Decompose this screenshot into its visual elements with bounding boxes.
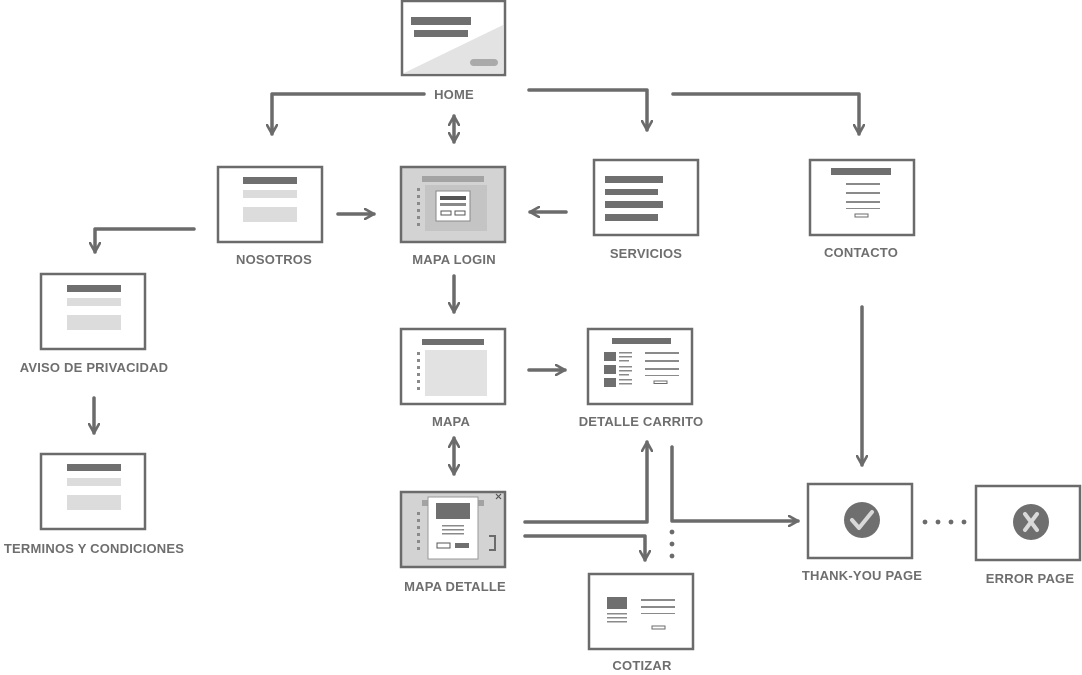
label-cotizar: COTIZAR [612, 658, 672, 673]
page-mapa-detalle[interactable] [399, 490, 507, 569]
page-contacto[interactable] [808, 158, 916, 237]
label-mapa-detalle: MAPA DETALLE [404, 579, 506, 594]
arrow-home-servicios [527, 88, 647, 132]
check-icon [844, 502, 880, 538]
page-nosotros[interactable] [216, 165, 324, 244]
label-home: HOME [434, 87, 474, 102]
label-servicios: SERVICIOS [609, 246, 683, 261]
arrow-carrito-thankyou [670, 445, 800, 521]
dotted-connectors [669, 519, 967, 559]
label-detalle-carrito: DETALLE CARRITO [578, 414, 704, 429]
label-mapa: MAPA [431, 414, 471, 429]
page-mapa-login[interactable] [399, 165, 507, 244]
arrow-home-contacto [671, 92, 859, 136]
arrow-mapa-detalle-carrito-up [523, 440, 647, 524]
label-error: ERROR PAGE [985, 571, 1075, 586]
page-detalle-carrito[interactable] [586, 327, 694, 406]
arrow-mapa-detalle-cotizar [523, 534, 645, 562]
label-contacto: CONTACTO [823, 245, 899, 260]
arrow-nosotros-aviso [95, 227, 196, 254]
label-mapa-login: MAPA LOGIN [412, 252, 496, 267]
page-aviso-privacidad[interactable] [39, 272, 147, 351]
page-terminos-condiciones[interactable] [39, 452, 147, 531]
page-mapa[interactable] [399, 327, 507, 406]
label-terminos-condiciones: TERMINOS Y CONDICIONES [3, 541, 185, 556]
page-thankyou[interactable] [806, 482, 914, 560]
page-error[interactable] [974, 484, 1082, 562]
page-home[interactable] [400, 0, 507, 77]
arrow-home-nosotros [272, 92, 426, 136]
page-servicios[interactable] [592, 158, 700, 237]
x-icon [1013, 504, 1049, 540]
page-cotizar[interactable] [587, 572, 695, 651]
label-nosotros: NOSOTROS [236, 252, 312, 267]
label-thankyou: THANK-YOU PAGE [801, 568, 923, 583]
label-aviso-privacidad: AVISO DE PRIVACIDAD [19, 360, 169, 375]
